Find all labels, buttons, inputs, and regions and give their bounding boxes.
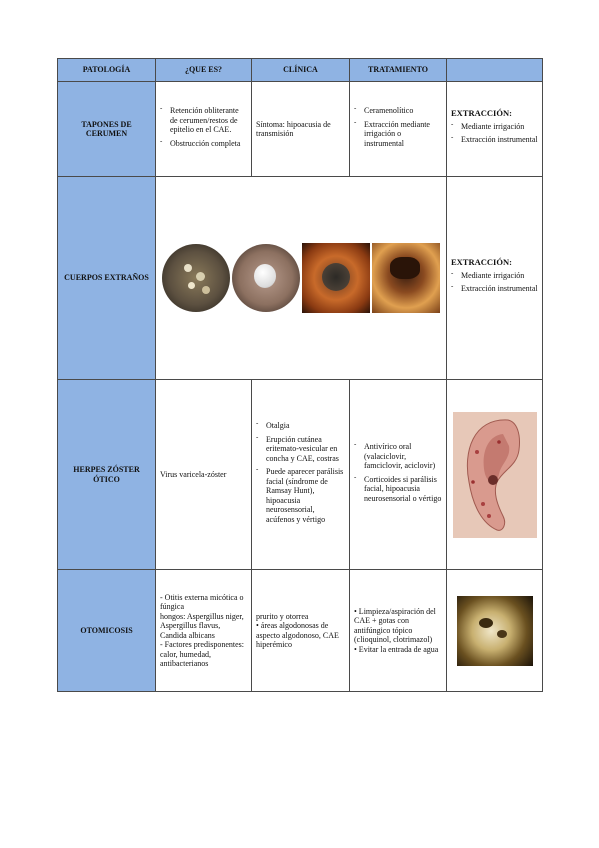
list-item: Extracción instrumental (451, 282, 538, 294)
row-title-herpes: HERPES ZÓSTER ÓTICO (57, 379, 156, 570)
tratamiento-herpes: Antivírico oral (valaciclovir, famciclov… (349, 379, 447, 570)
list-item: Puede aparecer parálisis facial (síndrom… (256, 465, 345, 524)
row-title-cuerpos: CUERPOS EXTRAÑOS (57, 176, 156, 380)
tratamiento-otomicosis: • Limpieza/aspiración del CAE + gotas co… (349, 569, 447, 692)
clinica-otomicosis: prurito y otorrea • áreas algodonosas de… (251, 569, 350, 692)
header-patologia: PATOLOGÍA (57, 58, 156, 82)
list-item: Extracción mediante irrigación o instrum… (354, 118, 442, 149)
list-item: Antivírico oral (valaciclovir, famciclov… (354, 440, 442, 471)
otomicosis-image (456, 595, 533, 666)
extra-tapones: EXTRACCIÓN: Mediante irrigación Extracci… (446, 81, 543, 177)
list-item: Corticoides si parálisis facial, hipoacu… (354, 473, 442, 504)
list-item: Erupción cutánea eritemato-vesicular en … (256, 433, 345, 464)
list-item: Mediante irrigación (451, 269, 538, 281)
list-item: Ceramenolítico (354, 104, 442, 116)
ear-herpes-image (452, 411, 537, 538)
que-es-tapones: Retención obliterante de cerumen/restos … (155, 81, 252, 177)
otoscopy-image-seeds (162, 244, 230, 312)
text-line: hongos: Aspergillus niger, Aspergillus f… (160, 611, 244, 640)
clinica-herpes: Otalgia Erupción cutánea eritemato-vesic… (251, 379, 350, 570)
herpes-image-cell (446, 379, 543, 570)
list-item: Retención obliterante de cerumen/restos … (160, 104, 247, 135)
otoscopy-image-strip (160, 243, 442, 313)
text-line: • Limpieza/aspiración del CAE + gotas co… (354, 606, 436, 645)
list-item: Obstrucción completa (160, 137, 247, 149)
header-tratamiento: TRATAMIENTO (349, 58, 447, 82)
row-title-otomicosis: OTOMICOSIS (57, 569, 156, 692)
row-herpes: HERPES ZÓSTER ÓTICO Virus varicela-zóste… (57, 379, 543, 570)
text-line: • áreas algodonosas de aspecto algodonos… (256, 621, 339, 649)
header-extra (446, 58, 543, 82)
row-otomicosis: OTOMICOSIS - Otitis externa micótica o f… (57, 569, 543, 692)
text-line: • Evitar la entrada de agua (354, 644, 439, 654)
otoscopy-image-blood (372, 243, 440, 313)
clinica-tapones: Síntoma: hipoacusia de transmisión (251, 81, 350, 177)
row-title-tapones: TAPONES DE CERUMEN (57, 81, 156, 177)
header-row: PATOLOGÍA ¿QUE ES? CLÍNICA TRATAMIENTO (57, 58, 543, 82)
que-es-otomicosis: - Otitis externa micótica o fúngica hong… (155, 569, 252, 692)
otoscopy-image-insect (302, 243, 370, 313)
list-item: Extracción instrumental (451, 133, 538, 145)
que-es-herpes: Virus varicela-zóster (155, 379, 252, 570)
tratamiento-tapones: Ceramenolítico Extracción mediante irrig… (349, 81, 447, 177)
text-line: prurito y otorrea (256, 611, 309, 621)
row-tapones: TAPONES DE CERUMEN Retención obliterante… (57, 81, 543, 177)
otoscopy-image-bead (232, 244, 300, 312)
text-line: - Factores predisponentes: calor, humeda… (160, 640, 244, 668)
text-line: - Otitis externa micótica o fúngica (160, 592, 244, 612)
extra-cuerpos: EXTRACCIÓN: Mediante irrigación Extracci… (446, 176, 543, 380)
extraction-title: EXTRACCIÓN: (451, 108, 512, 119)
list-item: Otalgia (256, 419, 345, 431)
header-clinica: CLÍNICA (251, 58, 350, 82)
header-que-es: ¿QUE ES? (155, 58, 252, 82)
otomicosis-image-cell (446, 569, 543, 692)
row-cuerpos: CUERPOS EXTRAÑOS (57, 176, 543, 380)
list-item: Mediante irrigación (451, 120, 538, 132)
cuerpos-images (155, 176, 447, 380)
pathology-table: PATOLOGÍA ¿QUE ES? CLÍNICA TRATAMIENTO T… (57, 58, 543, 692)
extraction-title: EXTRACCIÓN: (451, 257, 512, 268)
